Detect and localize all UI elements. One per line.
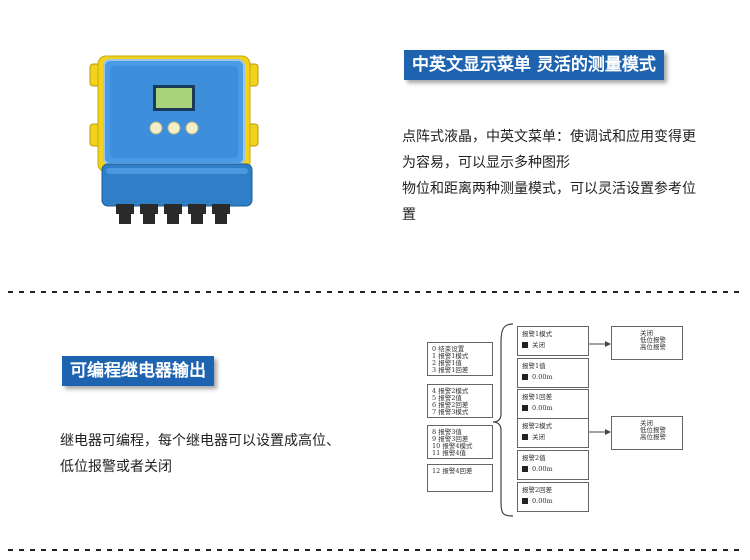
menu-group-1: 0 结束设置 1 报警1模式 2 报警1值 3 报警1回差 bbox=[427, 342, 493, 376]
submenu-box: 报警1回差 0.00m bbox=[517, 389, 589, 419]
section2-description: 继电器可编程，每个继电器可以设置成高位、 低位报警或者关闭 bbox=[60, 428, 340, 480]
menu-item: 11 报警4值 bbox=[432, 449, 466, 457]
menu-group-3: 8 报警3值 9 报警3回差 10 报警4模式 11 报警4值 bbox=[427, 425, 493, 459]
submenu-value: 关闭 bbox=[532, 433, 545, 441]
menu-group-2: 4 报警2模式 5 报警2值 6 报警2回差 7 报警3模式 bbox=[427, 384, 493, 418]
menu-group-4: 12 报警4回差 bbox=[427, 464, 493, 492]
enter-key-icon bbox=[522, 498, 528, 504]
option-item: 关闭 bbox=[640, 329, 653, 337]
option-item: 关闭 bbox=[640, 419, 653, 427]
submenu-box: 报警1值 0.00m bbox=[517, 358, 589, 388]
submenu-header: 报警1回差 bbox=[522, 393, 553, 401]
option-list: 关闭 低位报警 高位报警 bbox=[611, 416, 683, 450]
menu-item: 1 报警1模式 bbox=[432, 352, 469, 360]
option-item: 高位报警 bbox=[640, 433, 666, 441]
section-divider bbox=[8, 291, 742, 293]
submenu-value: 0.00m bbox=[532, 404, 553, 412]
option-item: 高位报警 bbox=[640, 343, 666, 351]
section-divider bbox=[8, 549, 742, 551]
menu-item: 2 报警1值 bbox=[432, 359, 462, 367]
level-transmitter-image bbox=[89, 55, 259, 224]
submenu-box: 报警2模式 关闭 bbox=[517, 418, 589, 448]
submenu-box: 报警2回差 0.00m bbox=[517, 482, 589, 512]
option-list: 关闭 低位报警 高位报警 bbox=[611, 326, 683, 360]
submenu-value: 0.00m bbox=[532, 465, 553, 473]
enter-key-icon bbox=[522, 374, 528, 380]
option-item: 低位报警 bbox=[640, 426, 666, 434]
enter-key-icon bbox=[522, 466, 528, 472]
menu-item: 5 报警2值 bbox=[432, 394, 462, 402]
menu-item: 12 报警4回差 bbox=[432, 467, 473, 475]
submenu-header: 报警2值 bbox=[522, 454, 546, 462]
enter-key-icon bbox=[522, 434, 528, 440]
desc-line: 为容易，可以显示多种图形 bbox=[402, 155, 570, 171]
enter-key-icon bbox=[522, 342, 528, 348]
submenu-header: 报警1模式 bbox=[522, 330, 553, 338]
submenu-header: 报警2回差 bbox=[522, 486, 553, 494]
menu-item: 7 报警3模式 bbox=[432, 408, 469, 416]
desc-line: 点阵式液晶，中英文菜单：使调试和应用变得更 bbox=[402, 129, 696, 145]
submenu-box: 报警1模式 关闭 bbox=[517, 326, 589, 356]
submenu-header: 报警2模式 bbox=[522, 422, 553, 430]
enter-key-icon bbox=[522, 405, 528, 411]
desc-line: 置 bbox=[402, 207, 416, 223]
submenu-box: 报警2值 0.00m bbox=[517, 450, 589, 480]
desc-line: 继电器可编程，每个继电器可以设置成高位、 bbox=[60, 433, 340, 449]
desc-line: 低位报警或者关闭 bbox=[60, 459, 172, 475]
relay-menu-diagram: 0 结束设置 1 报警1模式 2 报警1值 3 报警1回差 4 报警2模式 5 … bbox=[425, 322, 687, 518]
submenu-value: 关闭 bbox=[532, 341, 545, 349]
section1-description-a: 点阵式液晶，中英文菜单：使调试和应用变得更 为容易，可以显示多种图形 bbox=[402, 124, 696, 176]
submenu-value: 0.00m bbox=[532, 373, 553, 381]
menu-item: 0 结束设置 bbox=[432, 345, 465, 353]
menu-item: 6 报警2回差 bbox=[432, 401, 469, 409]
section1-title: 中英文显示菜单 灵活的测量模式 bbox=[404, 50, 664, 80]
section2-title: 可编程继电器输出 bbox=[62, 356, 214, 386]
menu-item: 8 报警3值 bbox=[432, 428, 462, 436]
menu-item: 10 报警4模式 bbox=[432, 442, 473, 450]
submenu-header: 报警1值 bbox=[522, 362, 546, 370]
desc-line: 物位和距离两种测量模式，可以灵活设置参考位 bbox=[402, 181, 696, 197]
diagram-connectors bbox=[492, 323, 611, 517]
menu-item: 3 报警1回差 bbox=[432, 366, 469, 374]
menu-item: 4 报警2模式 bbox=[432, 387, 469, 395]
menu-item: 9 报警3回差 bbox=[432, 435, 469, 443]
section1-description-b: 物位和距离两种测量模式，可以灵活设置参考位 置 bbox=[402, 176, 696, 228]
submenu-value: 0.00m bbox=[532, 497, 553, 505]
option-item: 低位报警 bbox=[640, 336, 666, 344]
